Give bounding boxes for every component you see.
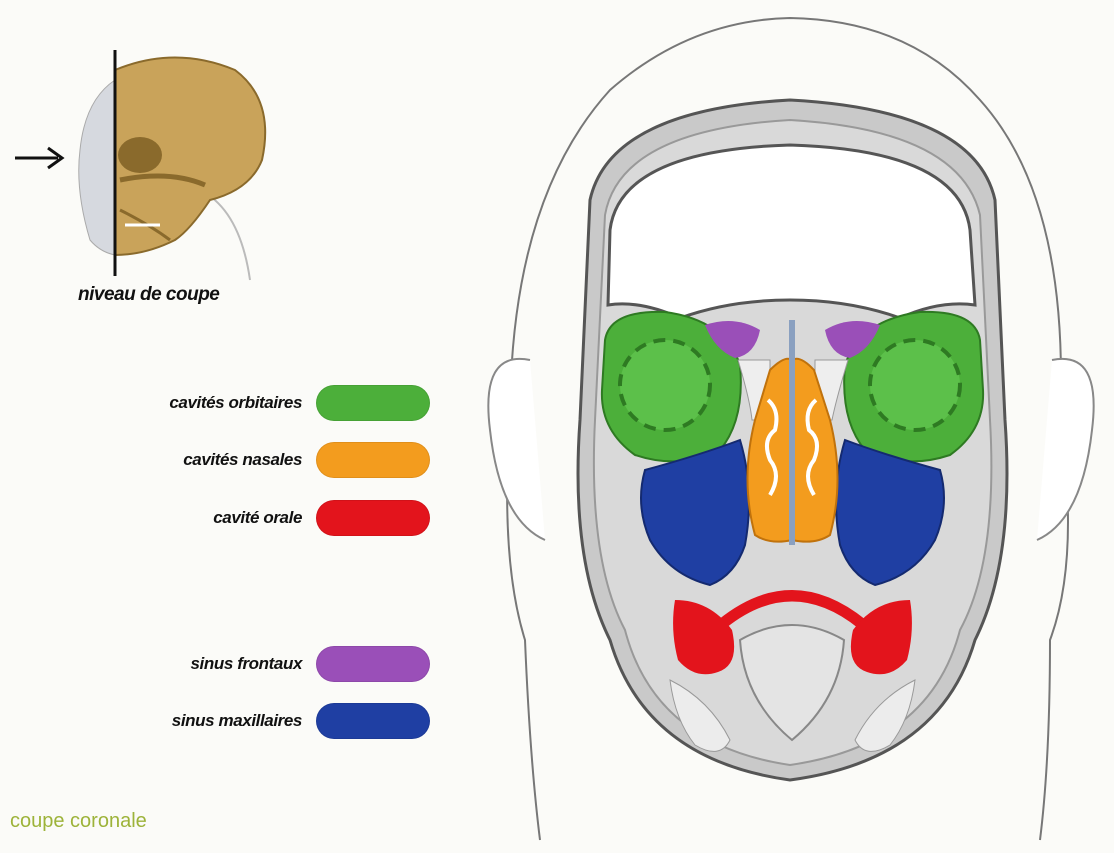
legend-item-nasal: cavités nasales — [0, 442, 430, 482]
right-maxillary-sinus — [835, 438, 945, 587]
left-jaw-muscle — [669, 679, 731, 752]
brain-cavity — [606, 143, 977, 320]
legend-swatch — [316, 500, 430, 536]
legend-label: cavités orbitaires — [169, 393, 302, 412]
left-turbinates — [764, 398, 779, 497]
legend-label: cavité orale — [213, 508, 302, 527]
head-outline — [506, 16, 1069, 841]
legend-label: cavités nasales — [183, 450, 302, 469]
legend-label: sinus maxillaires — [171, 711, 303, 730]
left-eyeball — [618, 338, 712, 432]
legend-item-orbital: cavités orbitaires — [0, 385, 430, 425]
left-oral-cavity — [673, 600, 735, 675]
skull-thumbnail — [0, 40, 290, 290]
eye-socket — [118, 137, 162, 173]
face-front — [78, 79, 116, 256]
left-nasal-cavity — [746, 357, 793, 543]
arrow-right-icon — [47, 146, 65, 170]
right-jaw-muscle — [854, 679, 916, 752]
legend-swatch — [316, 442, 430, 478]
cut-level-label: niveau de coupe — [78, 284, 220, 305]
legend-label: sinus frontaux — [190, 654, 302, 673]
legend-item-oral: cavité orale — [0, 500, 430, 540]
right-oral-cavity — [850, 600, 912, 675]
palate-arch — [718, 590, 866, 628]
legend-swatch — [316, 385, 430, 421]
legend-swatch — [316, 703, 430, 739]
caption: coupe coronale — [10, 810, 147, 832]
right-frontal-sinus — [825, 321, 880, 358]
coronal-section-diagram — [487, 16, 1095, 841]
right-ear — [1036, 357, 1095, 541]
cranium — [114, 56, 267, 257]
cheekbone — [119, 173, 206, 188]
right-eyeball — [868, 338, 962, 432]
legend-swatch — [316, 646, 430, 682]
left-ear — [487, 357, 546, 541]
right-turbinates — [805, 398, 820, 497]
tongue — [738, 624, 846, 742]
left-maxillary-sinus — [640, 438, 750, 587]
legend-item-maxillary-sinus: sinus maxillaires — [0, 703, 430, 743]
legend-item-frontal-sinus: sinus frontaux — [0, 646, 430, 686]
left-frontal-sinus — [705, 321, 760, 358]
